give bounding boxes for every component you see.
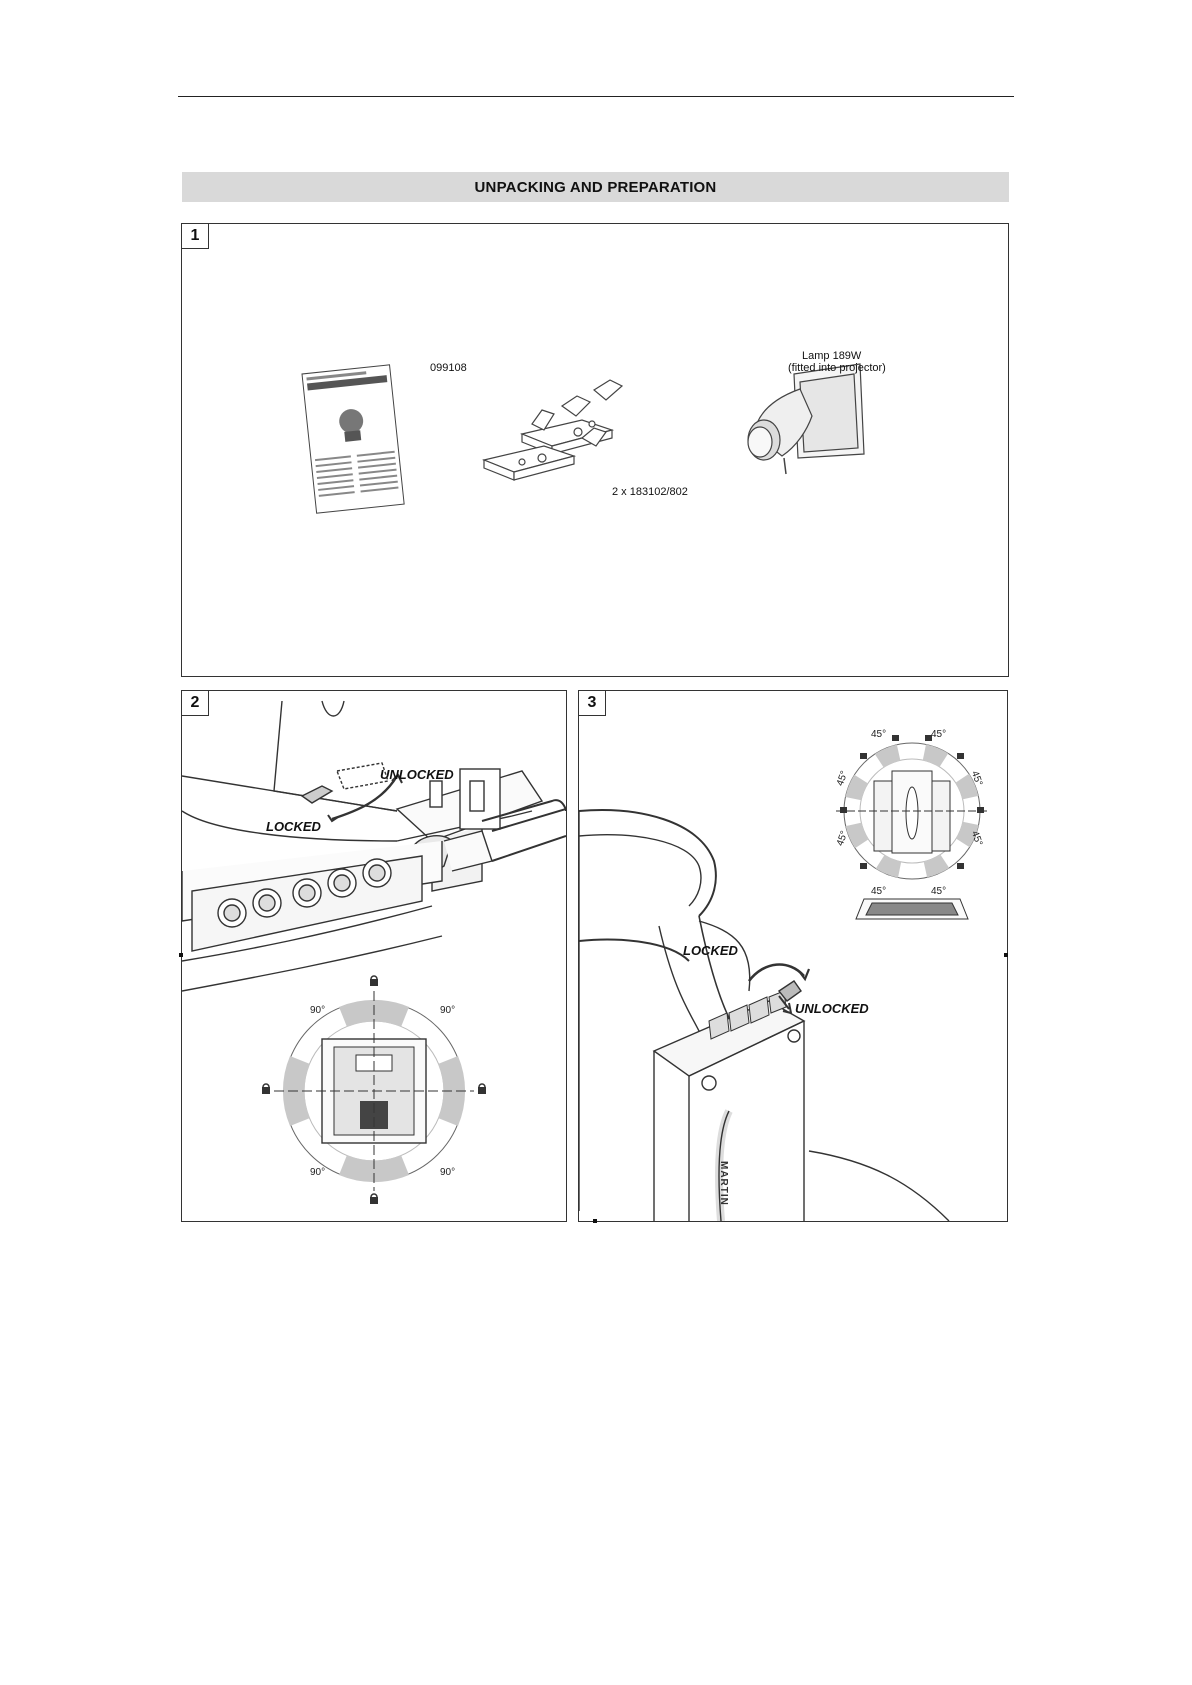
panel-pan-lock: 3: [578, 690, 1008, 1222]
panel-number: 2: [182, 691, 209, 716]
crop-mark: [179, 953, 183, 957]
angle-label: 45°: [871, 729, 886, 740]
crop-mark: [1004, 953, 1008, 957]
mounting-brackets-icon: [484, 380, 622, 480]
panel-contents: 1: [181, 223, 1009, 677]
pan-lock-illustration: [579, 691, 1007, 1221]
header-rule: [178, 96, 1014, 97]
section-title: UNPACKING AND PREPARATION: [182, 172, 1009, 202]
angle-label: 90°: [310, 1167, 325, 1178]
locked-label: LOCKED: [266, 819, 321, 834]
panel-tilt-lock: 2: [181, 690, 567, 1222]
angle-label: 45°: [931, 729, 946, 740]
angle-label: 45°: [931, 886, 946, 897]
unlocked-label: UNLOCKED: [380, 767, 454, 782]
panel-number: 1: [182, 224, 209, 249]
lamp-label-line1: Lamp 189W: [788, 350, 968, 362]
panel-number: 3: [579, 691, 606, 716]
locked-label: LOCKED: [683, 943, 738, 958]
pan-lock-positions-diagram: [836, 735, 988, 919]
angle-label: 90°: [440, 1167, 455, 1178]
contents-illustration: [182, 224, 1008, 676]
angle-label: 45°: [871, 886, 886, 897]
lamp-icon: [748, 364, 864, 474]
brand-text: MARTIN: [718, 1161, 729, 1206]
manual-booklet-icon: [302, 365, 404, 513]
angle-label: 90°: [440, 1005, 455, 1016]
crop-mark: [593, 1219, 597, 1223]
brackets-label: 2 x 183102/802: [612, 486, 688, 498]
lamp-label: Lamp 189W (fitted into projector): [788, 350, 968, 374]
angle-label: 90°: [310, 1005, 325, 1016]
unlocked-label: UNLOCKED: [795, 1001, 869, 1016]
tilt-lock-illustration: [182, 691, 566, 1221]
manual-part-number: 099108: [430, 362, 467, 374]
lamp-label-line2: (fitted into projector): [788, 362, 968, 374]
